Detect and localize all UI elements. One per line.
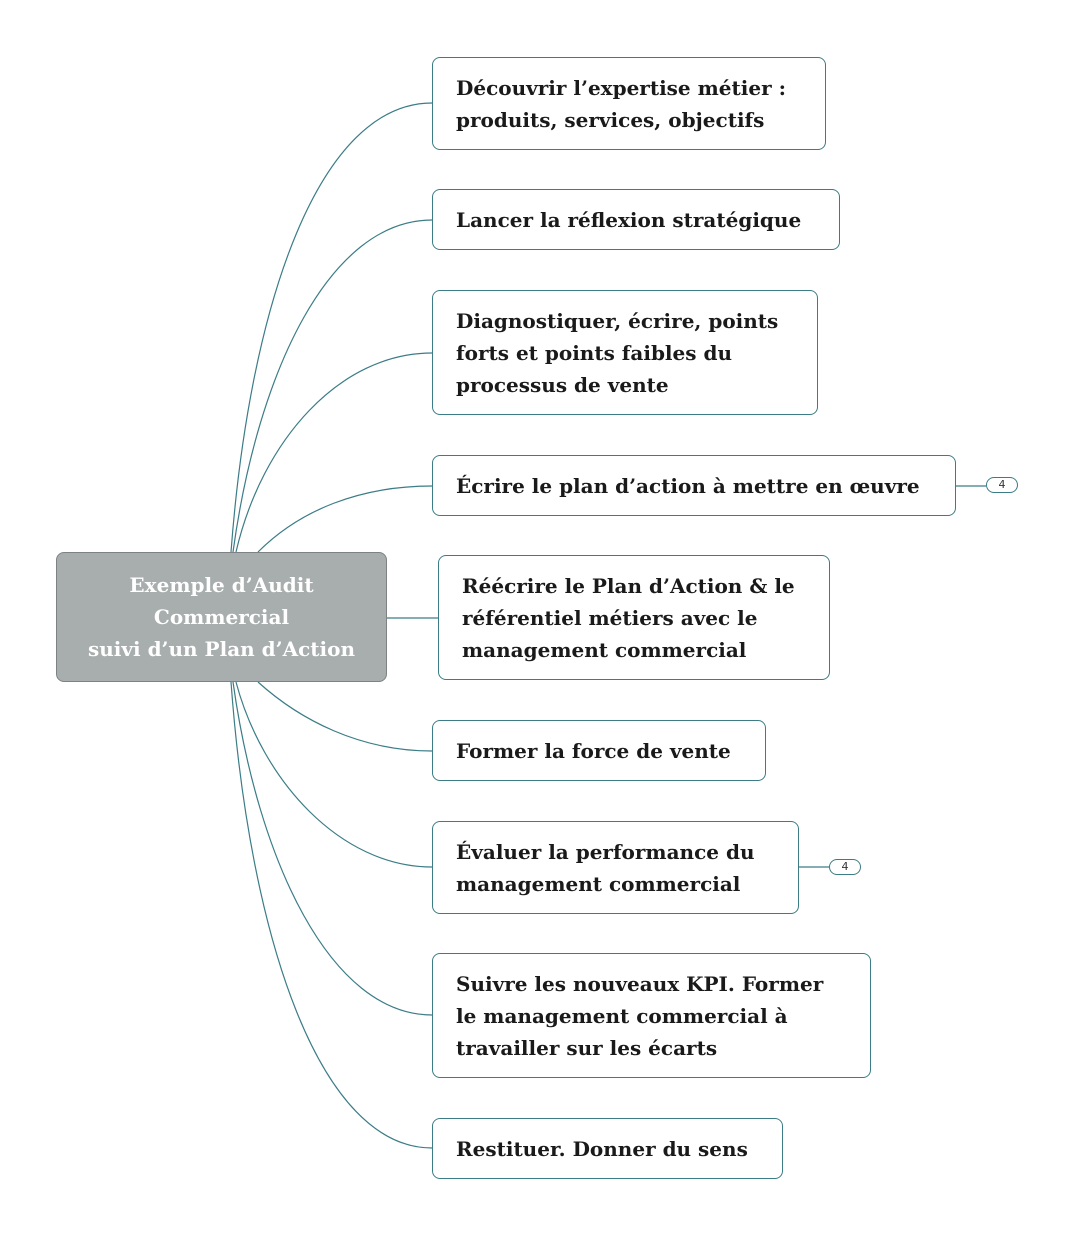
connector-line — [235, 352, 433, 553]
connector-line — [257, 681, 433, 752]
topic-label: Lancer la réflexion stratégique — [456, 207, 802, 232]
topic-label: Découvrir l’expertise métier :produits, … — [456, 75, 786, 132]
connector-line — [230, 102, 433, 553]
connector-line — [232, 681, 433, 1016]
topic-restitute[interactable]: Restituer. Donner du sens — [432, 1118, 783, 1179]
connector-line — [230, 681, 433, 1149]
topic-strategic-reflection[interactable]: Lancer la réflexion stratégique — [432, 189, 840, 250]
topic-write-action-plan[interactable]: Écrire le plan d’action à mettre en œuvr… — [432, 455, 956, 516]
connector-line — [235, 681, 433, 868]
central-topic-line: Exemple d’Audit — [129, 573, 314, 597]
collapsed-children-badge[interactable]: 4 — [829, 859, 861, 875]
topic-label: Restituer. Donner du sens — [456, 1136, 748, 1161]
connector-line — [232, 219, 433, 553]
central-topic-line: suivi d’un Plan d’Action — [87, 637, 356, 661]
connector-line — [257, 485, 433, 553]
collapsed-children-badge[interactable]: 4 — [986, 477, 1018, 493]
topic-label: Former la force de vente — [456, 738, 731, 763]
topic-train-sales-force[interactable]: Former la force de vente — [432, 720, 766, 781]
topic-label: Écrire le plan d’action à mettre en œuvr… — [456, 473, 920, 498]
central-topic-line: Commercial — [153, 605, 290, 629]
topic-discover-expertise[interactable]: Découvrir l’expertise métier :produits, … — [432, 57, 826, 150]
central-topic[interactable]: Exemple d’Audit Commercial suivi d’un Pl… — [56, 552, 387, 682]
